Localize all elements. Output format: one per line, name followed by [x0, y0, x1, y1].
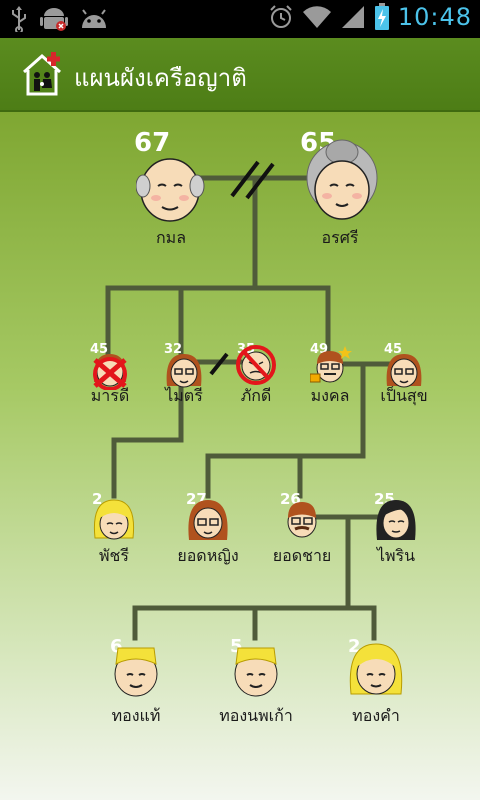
android-icon: [82, 9, 106, 28]
boy-face-icon: [234, 647, 278, 697]
person-name: ทองนพเก้า: [219, 706, 293, 725]
person-maradee[interactable]: 45 มารดี: [90, 342, 130, 405]
person-name: ทองคำ: [352, 706, 400, 725]
person-yodying[interactable]: 27 ยอดหญิง: [177, 490, 238, 565]
age-label: 45: [90, 342, 109, 357]
signal-icon: [341, 6, 364, 28]
person-name: เป็นสุข: [380, 386, 428, 405]
person-pensuk[interactable]: 45 เป็นสุข: [380, 342, 427, 405]
female-face-icon: [93, 354, 127, 390]
person-name: กมล: [155, 228, 187, 247]
wifi-icon: [302, 6, 331, 28]
divorce-mark: [209, 160, 275, 376]
person-name: พัชรี: [99, 546, 129, 565]
person-thongkham[interactable]: 2 ทองคำ: [348, 634, 404, 725]
alarm-icon: [270, 5, 292, 28]
grandma-face-icon: [306, 139, 378, 220]
age-label: 32: [164, 342, 183, 357]
age-label: 67: [134, 128, 171, 158]
male-glasses-face-icon: [287, 502, 317, 538]
person-name: ยอดหญิง: [177, 546, 239, 565]
person-orasri[interactable]: 65 อรศรี: [300, 128, 380, 247]
person-name: มารดี: [90, 386, 130, 405]
person-yodchai[interactable]: 26 ยอดชาย: [273, 490, 332, 565]
female-glasses-face-icon: [386, 354, 422, 388]
status-clock: 10:48: [397, 3, 472, 31]
grandpa-face-icon: [136, 158, 205, 222]
person-pairin[interactable]: 25 ไพริน: [374, 490, 418, 565]
female-face-icon: [376, 500, 416, 540]
forbidden-face-icon: [236, 345, 276, 385]
person-name: ภักดี: [240, 386, 272, 405]
age-label: 45: [384, 342, 403, 357]
female-glasses-face-icon: [188, 500, 228, 540]
tree-connector-lines: [105, 160, 393, 641]
age-label: 2: [92, 490, 103, 508]
person-name: ไมตรี: [165, 386, 203, 405]
family-tree-canvas[interactable]: 67 กมล 65 อรศรี 45: [0, 112, 480, 800]
person-pachree[interactable]: 2 พัชรี: [92, 490, 136, 565]
person-name: มงคล: [310, 386, 350, 405]
battery-charging-icon: [374, 3, 389, 30]
person-pakdee[interactable]: 35 ภักดี: [235, 342, 277, 405]
person-name: ทองแท้: [111, 706, 161, 725]
person-maitree[interactable]: 32 ไมตรี: [164, 342, 204, 405]
boy-face-icon: [114, 647, 158, 697]
person-name: อรศรี: [321, 228, 359, 247]
status-bar: 10:48: [0, 0, 480, 38]
person-kamon[interactable]: 67 กมล: [134, 128, 206, 247]
action-bar: แผนผังเครือญาติ: [0, 38, 480, 112]
family-house-icon[interactable]: [20, 52, 66, 96]
girl-face-icon: [349, 643, 403, 695]
person-thongtae[interactable]: 6 ทองแท้: [110, 634, 162, 725]
app-title: แผนผังเครือญาติ: [74, 64, 247, 92]
person-mongkol[interactable]: 49 มงคล: [310, 342, 352, 405]
android-debug-icon: [40, 8, 68, 31]
male-glasses-face-icon: [310, 346, 352, 383]
female-glasses-face-icon: [166, 354, 202, 388]
girl-face-icon: [93, 499, 135, 540]
person-name: ไพริน: [376, 546, 416, 565]
usb-icon: [12, 6, 26, 32]
person-name: ยอดชาย: [272, 546, 332, 565]
person-thongnoppakao[interactable]: 5 ทองนพเก้า: [219, 634, 293, 725]
